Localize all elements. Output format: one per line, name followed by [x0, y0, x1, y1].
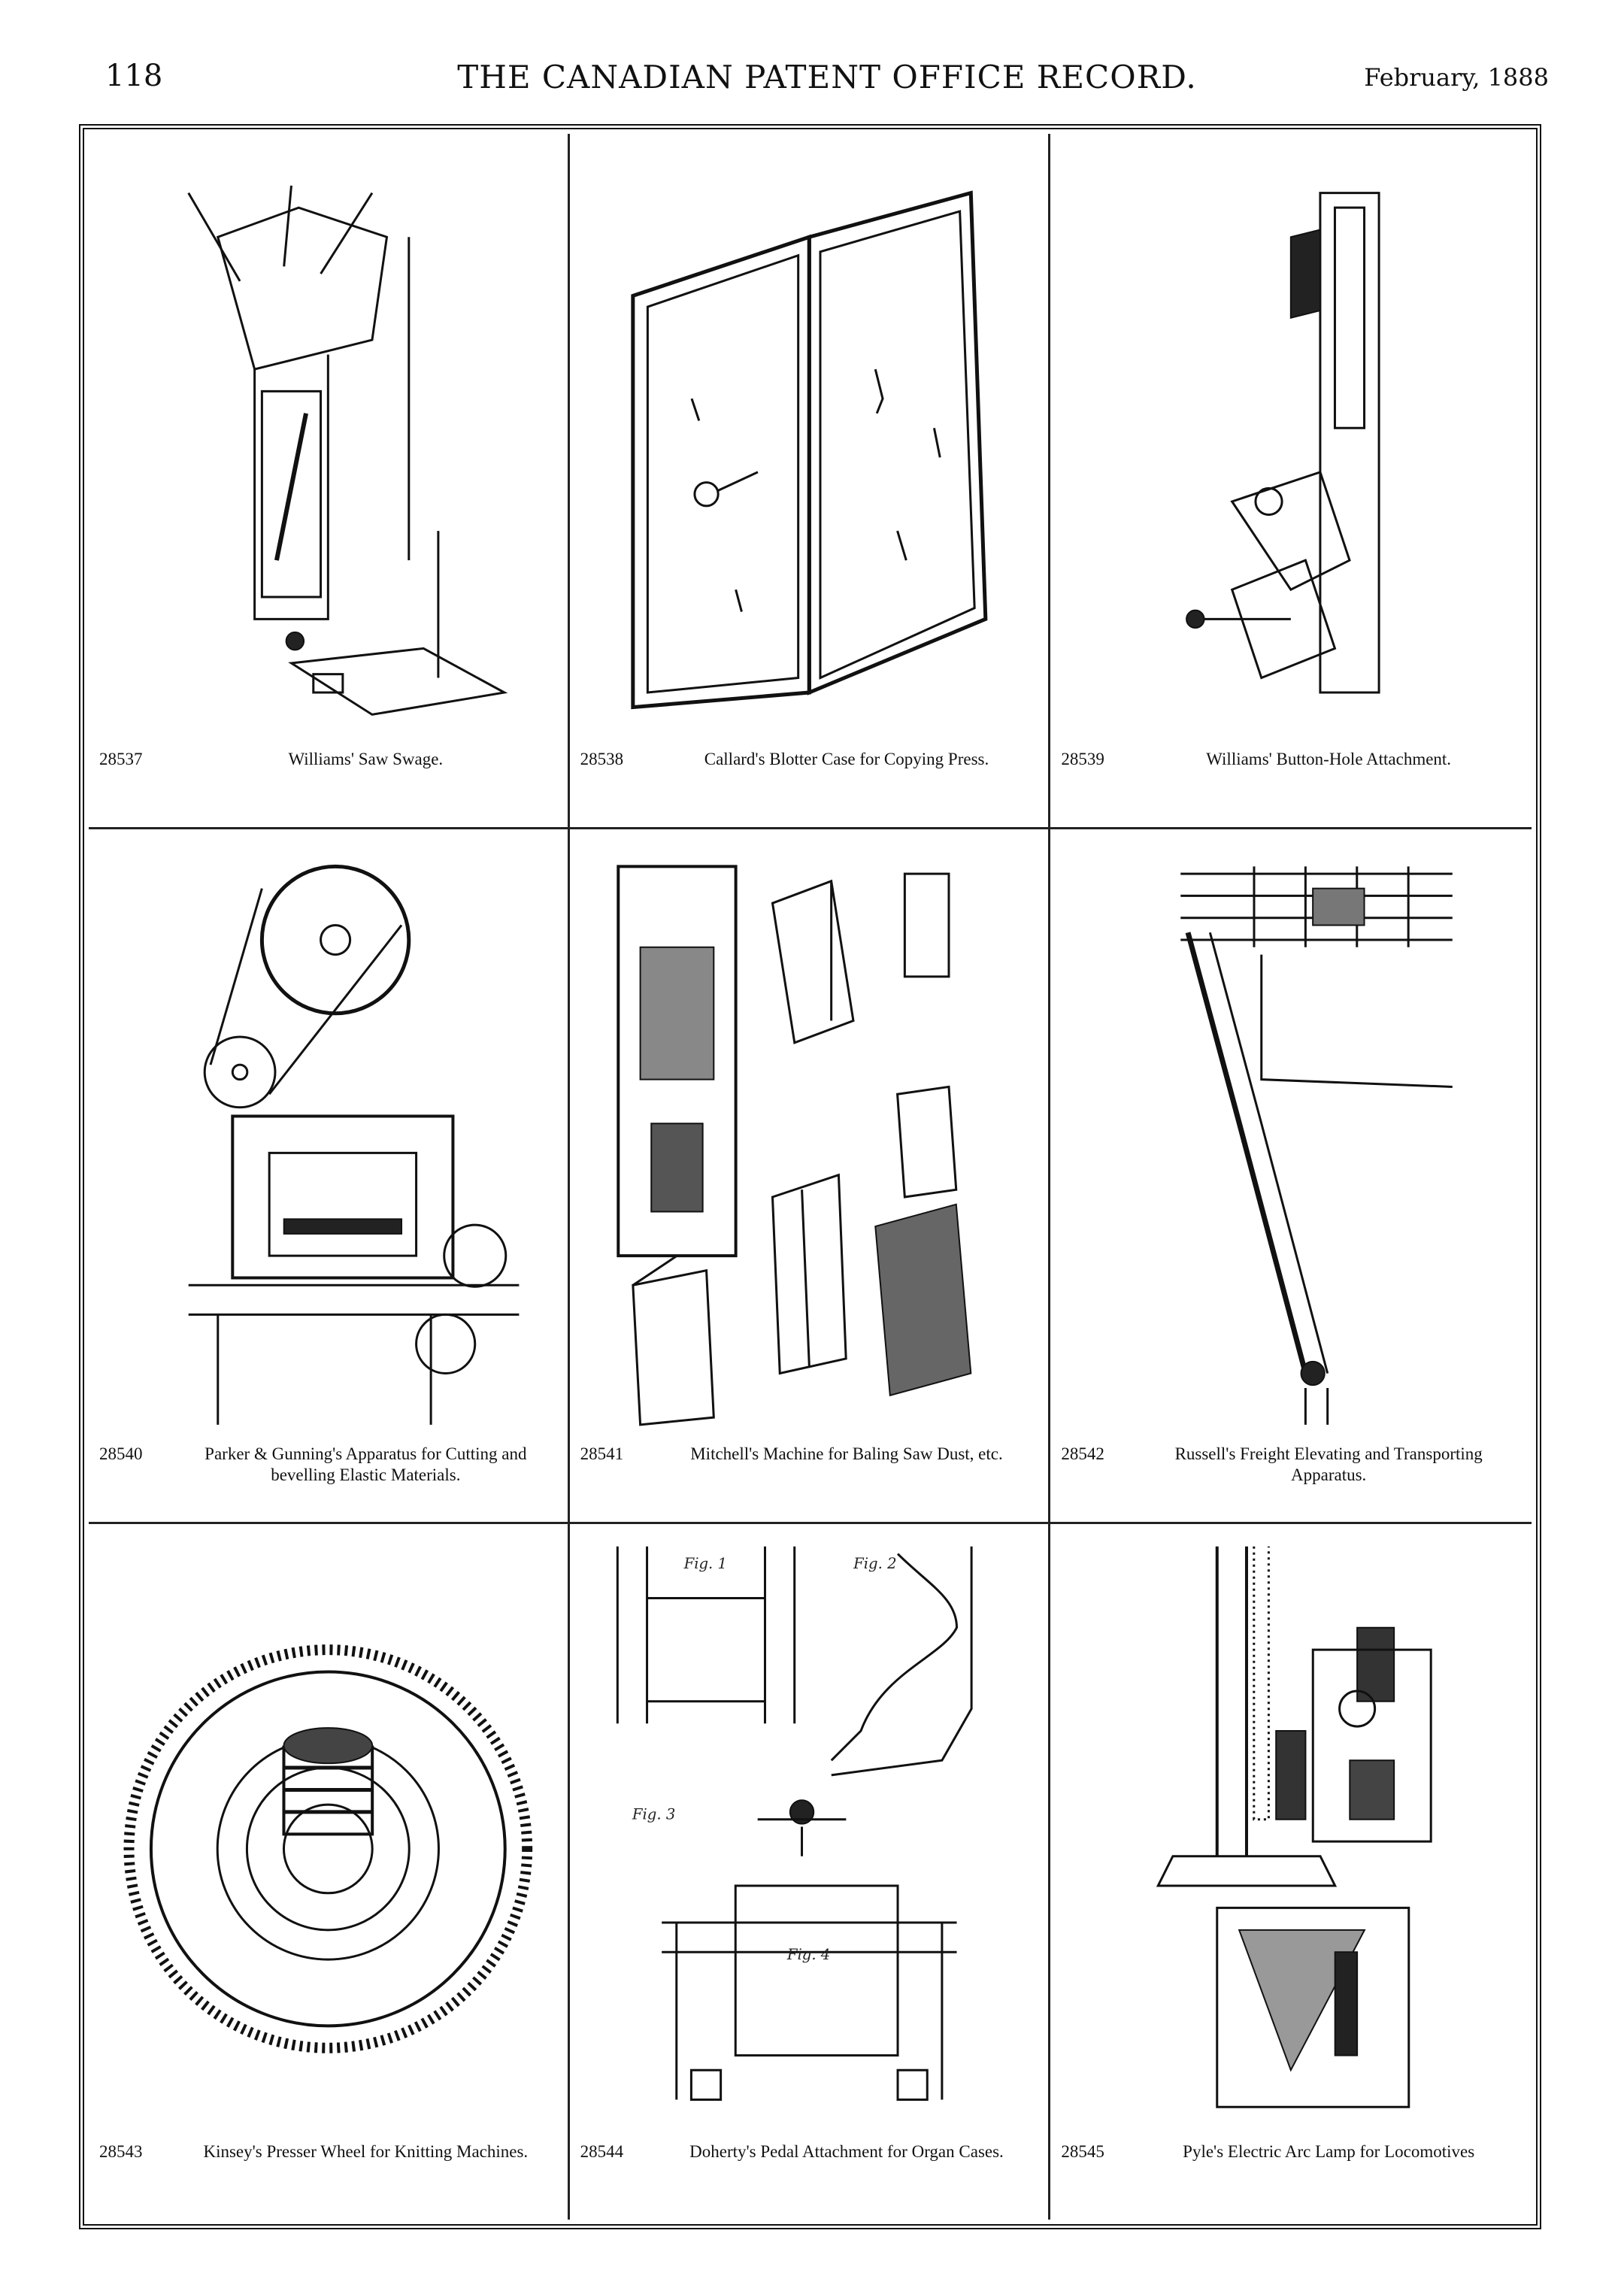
caption-28537: 28537 Williams' Saw Swage. [99, 749, 557, 817]
patent-title: Callard's Blotter Case for Copying Press… [704, 749, 989, 768]
page-number: 118 [105, 59, 163, 93]
caption-28539: 28539 Williams' Button-Hole Attachment. [1061, 749, 1521, 817]
figure-cutting-apparatus [104, 844, 553, 1432]
patent-number: 28541 [580, 1444, 624, 1464]
figure-pedal-attachment: Fig. 1 Fig. 2 Fig. 3 Fig. 4 [585, 1539, 1034, 2129]
patent-cell-28537: 28537 Williams' Saw Swage. [89, 134, 570, 829]
patent-number: 28544 [580, 2142, 624, 2161]
caption-28538: 28538 Callard's Blotter Case for Copying… [580, 749, 1038, 817]
figure-baling-machine [585, 844, 1034, 1432]
patent-cell-28539: 28539 Williams' Button-Hole Attachment. [1050, 134, 1532, 829]
figure-electric-arc-lamp [1065, 1539, 1516, 2129]
patent-cell-28542: 28542 Russell's Freight Elevating and Tr… [1050, 829, 1532, 1525]
patent-title: Doherty's Pedal Attachment for Organ Cas… [689, 2142, 1004, 2161]
caption-28540: 28540 Parker & Gunning's Apparatus for C… [99, 1444, 557, 1511]
illustration-frame: 28537 Williams' Saw Swage. 28538 Call [79, 124, 1541, 2229]
patent-title: Parker & Gunning's Apparatus for Cutting… [205, 1444, 527, 1485]
figure-label-2: Fig. 2 [853, 1556, 896, 1573]
patent-cell-28545: 28545 Pyle's Electric Arc Lamp for Locom… [1050, 1524, 1532, 2220]
patent-title: Kinsey's Presser Wheel for Knitting Mach… [203, 2142, 529, 2161]
patent-number: 28539 [1061, 749, 1104, 768]
caption-28541: 28541 Mitchell's Machine for Baling Saw … [580, 1444, 1038, 1511]
patent-number: 28540 [99, 1444, 143, 1464]
patent-cell-28543: 28543 Kinsey's Presser Wheel for Knittin… [89, 1524, 570, 2220]
figure-button-hole-attachment [1065, 149, 1516, 737]
patent-title: Pyle's Electric Arc Lamp for Locomotives [1183, 2142, 1475, 2161]
patent-grid: 28537 Williams' Saw Swage. 28538 Call [89, 134, 1532, 2220]
caption-28543: 28543 Kinsey's Presser Wheel for Knittin… [99, 2141, 557, 2209]
patent-title: Williams' Button-Hole Attachment. [1206, 749, 1452, 768]
patent-title: Williams' Saw Swage. [288, 749, 444, 768]
patent-number: 28545 [1061, 2142, 1104, 2161]
patent-title: Mitchell's Machine for Baling Saw Dust, … [690, 1444, 1003, 1464]
patent-title: Russell's Freight Elevating and Transpor… [1174, 1444, 1483, 1485]
figure-label-4: Fig. 4 [786, 1946, 830, 1963]
patent-number: 28543 [99, 2142, 143, 2161]
figure-saw-swage [104, 149, 553, 737]
patent-number: 28537 [99, 749, 143, 768]
patent-cell-28540: 28540 Parker & Gunning's Apparatus for C… [89, 829, 570, 1525]
journal-title: THE CANADIAN PATENT OFFICE RECORD. [457, 59, 1197, 95]
page-header: 118 THE CANADIAN PATENT OFFICE RECORD. F… [105, 53, 1549, 113]
patent-cell-28541: 28541 Mitchell's Machine for Baling Saw … [569, 829, 1051, 1525]
figure-presser-wheel [104, 1539, 553, 2129]
figure-blotter-case [585, 149, 1034, 737]
patent-cell-28544: Fig. 1 Fig. 2 Fig. 3 Fig. 4 28544 Dohert… [570, 1524, 1051, 2220]
issue-date: February, 1888 [1364, 63, 1549, 92]
figure-label-1: Fig. 1 [683, 1556, 726, 1573]
caption-28544: 28544 Doherty's Pedal Attachment for Org… [580, 2141, 1038, 2209]
caption-28542: 28542 Russell's Freight Elevating and Tr… [1061, 1444, 1521, 1511]
figure-freight-elevator [1065, 844, 1516, 1432]
patent-number: 28538 [580, 749, 624, 768]
figure-label-3: Fig. 3 [632, 1806, 675, 1823]
caption-28545: 28545 Pyle's Electric Arc Lamp for Locom… [1061, 2141, 1521, 2209]
patent-cell-28538: 28538 Callard's Blotter Case for Copying… [569, 134, 1051, 829]
patent-number: 28542 [1061, 1444, 1104, 1464]
